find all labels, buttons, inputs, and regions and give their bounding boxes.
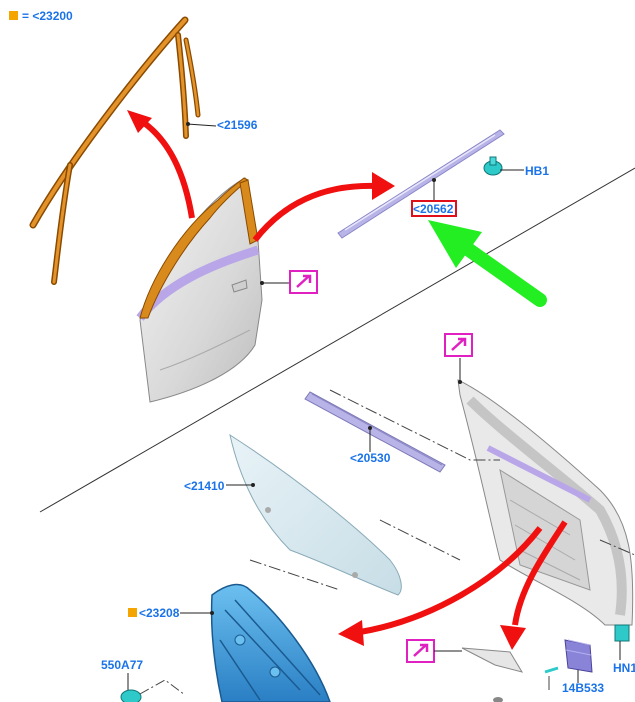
red-arrow-upper-left xyxy=(138,117,195,219)
screw-fastener xyxy=(544,666,559,690)
leader-21596 xyxy=(186,123,217,127)
module-14b533 xyxy=(564,639,593,673)
orange-square-marker-23208 xyxy=(128,608,137,617)
assembly-dashdot-lines xyxy=(249,389,635,591)
orange-square-marker xyxy=(9,11,18,20)
front-door-assembly xyxy=(136,177,263,403)
red-arrow-down xyxy=(512,520,568,626)
door-frame-weatherstrip xyxy=(29,16,201,285)
callout-hb1[interactable]: HB1 xyxy=(525,164,549,178)
window-regulator-23208 xyxy=(210,583,331,702)
callout-14b533[interactable]: 14B533 xyxy=(562,681,604,695)
callout-hn1[interactable]: HN1 xyxy=(613,661,635,675)
inner-door-assembly xyxy=(457,379,634,626)
red-arrow-lower-left xyxy=(359,526,543,635)
section-divider-line xyxy=(39,167,635,513)
callout-20530[interactable]: <20530 xyxy=(350,451,391,465)
green-arrow xyxy=(448,233,547,307)
red-arrow-upper-right xyxy=(252,182,376,242)
legend-text: = <23200 xyxy=(22,9,73,23)
clip-hn1 xyxy=(614,624,630,642)
clip-550a77 xyxy=(120,689,142,702)
inner-belt-20530 xyxy=(304,391,446,473)
door-check-bracket xyxy=(461,647,524,673)
callout-21596[interactable]: <21596 xyxy=(217,118,258,132)
door-glass-21410 xyxy=(229,433,402,596)
callout-20562[interactable]: <20562 xyxy=(413,202,454,216)
callout-21410[interactable]: <21410 xyxy=(184,479,225,493)
clip-hb1 xyxy=(483,156,503,176)
callout-23208[interactable]: <23208 xyxy=(139,606,180,620)
callout-550a77[interactable]: 550A77 xyxy=(101,658,143,672)
highlight-box-20562 xyxy=(411,200,457,217)
belt-moulding-20562 xyxy=(337,129,505,239)
